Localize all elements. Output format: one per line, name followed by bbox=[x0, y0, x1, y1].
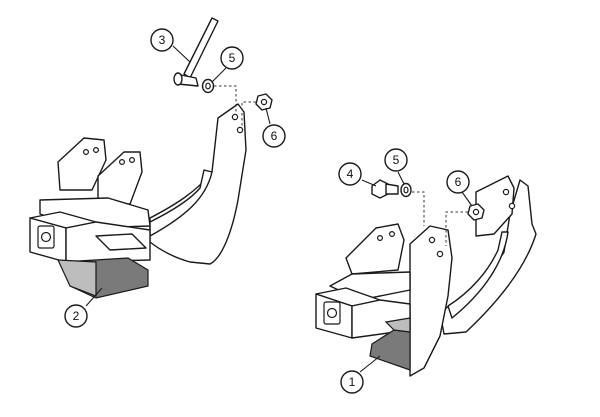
left-plate-hole-1 bbox=[82, 149, 89, 156]
leader-3 bbox=[172, 45, 191, 63]
left-alignment-line-1 bbox=[214, 85, 237, 112]
leader-6-top bbox=[265, 107, 271, 125]
right-plate-hole-2 bbox=[389, 231, 396, 238]
right-receiver-pin-hole bbox=[326, 307, 338, 319]
right-bolt bbox=[371, 179, 399, 199]
svg-text:6: 6 bbox=[271, 129, 278, 143]
left-arm-hole-2 bbox=[236, 126, 244, 134]
svg-text:5: 5 bbox=[393, 153, 400, 167]
leader-6-right bbox=[461, 191, 473, 207]
callout-2: 2 bbox=[64, 304, 88, 328]
left-bracket-assembly bbox=[29, 103, 247, 299]
callout-6-top: 6 bbox=[262, 124, 286, 148]
right-upright-plate-back bbox=[345, 223, 405, 275]
pin-tool-end bbox=[173, 72, 183, 86]
leader-1 bbox=[359, 355, 381, 373]
left-plate-hole-2 bbox=[92, 147, 99, 154]
svg-text:5: 5 bbox=[229, 51, 236, 65]
left-alignment-line-2 bbox=[241, 101, 256, 126]
left-side-arm bbox=[149, 103, 247, 265]
right-side-hole-2 bbox=[436, 250, 444, 258]
left-arm-hole-1 bbox=[231, 113, 239, 121]
right-side-arm-inner bbox=[447, 231, 509, 319]
svg-text:1: 1 bbox=[349, 375, 356, 389]
callout-3: 3 bbox=[150, 28, 174, 52]
leader-4 bbox=[361, 179, 377, 187]
svg-text:4: 4 bbox=[347, 167, 354, 181]
right-side-hole-1 bbox=[428, 236, 436, 244]
svg-text:6: 6 bbox=[455, 175, 462, 189]
callout-1: 1 bbox=[340, 370, 364, 394]
svg-text:2: 2 bbox=[73, 309, 80, 323]
left-side-arm-inner bbox=[149, 169, 213, 237]
left-plate-hole-4 bbox=[129, 157, 136, 164]
right-alignment-line-2 bbox=[445, 211, 468, 246]
right-large-side-plate bbox=[409, 225, 453, 377]
leader-5-right bbox=[397, 171, 405, 185]
right-bottom-gusset bbox=[369, 329, 411, 371]
callout-5-right: 5 bbox=[384, 148, 408, 172]
svg-text:3: 3 bbox=[159, 33, 166, 47]
right-rear-hole-1 bbox=[502, 188, 510, 196]
top-nut bbox=[255, 93, 273, 111]
pin-tool bbox=[173, 17, 219, 87]
right-washer bbox=[400, 182, 412, 198]
left-channel bbox=[95, 233, 147, 251]
pin-tool-handle bbox=[183, 17, 219, 79]
right-rear-hole-2 bbox=[508, 202, 516, 210]
callout-6-right: 6 bbox=[446, 170, 470, 194]
callout-4: 4 bbox=[338, 162, 362, 186]
leader-5-top bbox=[211, 67, 227, 83]
right-bracket-assembly bbox=[315, 175, 537, 377]
right-bottom-gusset-light bbox=[384, 317, 411, 333]
leader-2 bbox=[85, 287, 103, 307]
left-receiver-pin-hole bbox=[40, 231, 52, 243]
left-plate-hole-3 bbox=[118, 159, 125, 166]
left-bottom-gusset-light bbox=[57, 259, 97, 297]
right-plate-hole-1 bbox=[377, 235, 384, 242]
callout-5-top: 5 bbox=[220, 46, 244, 70]
top-washer bbox=[201, 78, 215, 94]
right-alignment-line-1 bbox=[412, 191, 425, 226]
right-nut bbox=[467, 203, 485, 221]
